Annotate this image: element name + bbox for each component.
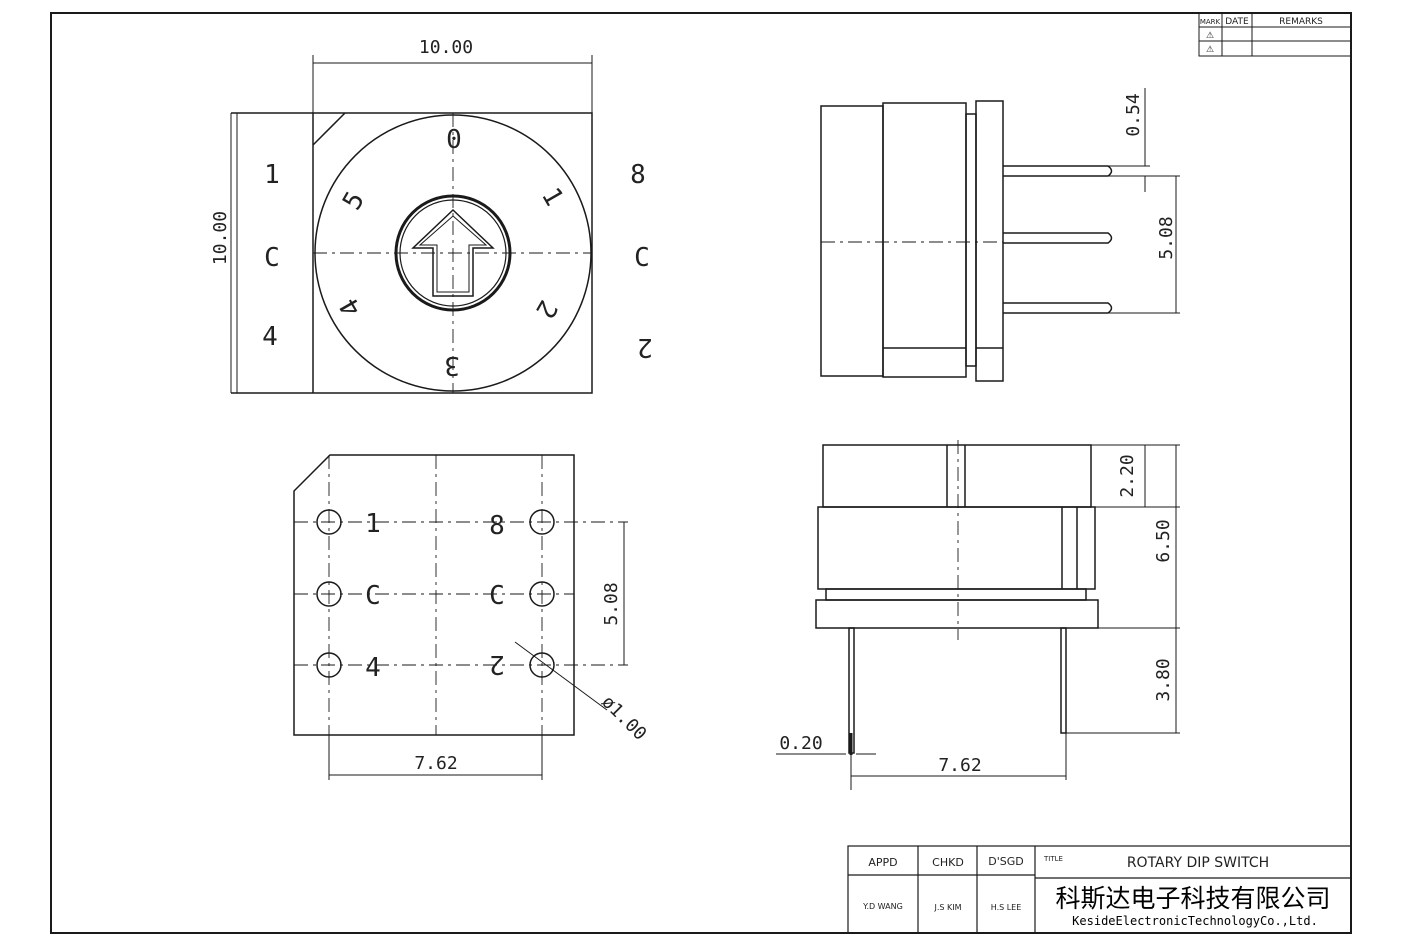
chkd-label: CHKD: [932, 856, 964, 869]
revision-remarks-header: REMARKS: [1279, 17, 1323, 27]
sheet-border: [50, 12, 1352, 934]
pin-hole: [529, 652, 555, 678]
top-pin-label-right: 8: [630, 160, 646, 190]
side-pin-width-dim: 0.54: [1123, 93, 1144, 136]
bottom-pin-label-left: 4: [365, 653, 381, 683]
bottom-view: [293, 454, 628, 780]
bottom-pin-label-left: 1: [365, 509, 381, 539]
dial-number: 2: [529, 295, 563, 324]
side-view: [820, 88, 1180, 382]
chkd-name: J.S KIM: [933, 903, 961, 912]
side-pitch-dim: 5.08: [1156, 216, 1177, 259]
dial-number: 1: [535, 183, 569, 212]
front-pin-thickness-dim: 0.20: [779, 733, 822, 754]
company-name-cn: 科斯达电子科技有限公司: [1055, 884, 1330, 913]
bottom-pitch-dim: 5.08: [601, 582, 622, 625]
bottom-pin-label-right: C: [489, 581, 505, 611]
bottom-width-dim: 7.62: [414, 753, 457, 774]
top-pin-label-left: C: [264, 243, 280, 273]
appd-label: APPD: [868, 856, 897, 869]
top-pin-label-left: 4: [262, 322, 278, 352]
dial-number: 0: [446, 125, 462, 155]
dsgd-name: H.S LEE: [991, 903, 1022, 912]
pin-hole: [316, 652, 342, 678]
dsgd-label: D'SGD: [988, 855, 1023, 868]
pin-hole: [316, 581, 342, 607]
bottom-pin-label-left: C: [365, 581, 381, 611]
top-view: [230, 55, 593, 394]
top-height-dim: 10.00: [210, 211, 231, 265]
pin-hole: [529, 509, 555, 535]
title-label: TITLE: [1043, 855, 1063, 863]
bottom-pin-label-right: 2: [489, 649, 505, 679]
front-cap-dim: 2.20: [1117, 454, 1138, 497]
revision-mark-header: MARK: [1200, 18, 1221, 26]
front-view: [776, 440, 1180, 790]
top-pin-label-right: 2: [637, 332, 653, 362]
front-body-dim: 6.50: [1153, 519, 1174, 562]
drawing-title: ROTARY DIP SWITCH: [1127, 855, 1269, 871]
dial-number: 5: [337, 187, 371, 216]
top-pin-label-left: 1: [264, 160, 280, 190]
dial-number: 4: [334, 293, 368, 322]
top-pin-label-right: C: [634, 243, 650, 273]
front-width-dim: 7.62: [938, 755, 981, 776]
dial-number: 3: [444, 350, 460, 380]
title-block: [847, 845, 1352, 934]
pin-hole: [529, 581, 555, 607]
revision-mark-icon: ⚠: [1206, 45, 1214, 55]
company-name-en: KesideElectronicTechnologyCo.,Ltd.: [1072, 914, 1318, 928]
revision-date-header: DATE: [1225, 17, 1249, 27]
top-width-dim: 10.00: [419, 37, 473, 58]
front-pin-length-dim: 3.80: [1153, 658, 1174, 701]
revision-table: [1198, 12, 1352, 57]
pin-hole: [316, 509, 342, 535]
appd-name: Y.D WANG: [862, 902, 903, 911]
bottom-pin-label-right: 8: [489, 511, 505, 541]
hole-diameter-dim: ø1.00: [597, 692, 650, 745]
revision-mark-icon: ⚠: [1206, 31, 1214, 41]
